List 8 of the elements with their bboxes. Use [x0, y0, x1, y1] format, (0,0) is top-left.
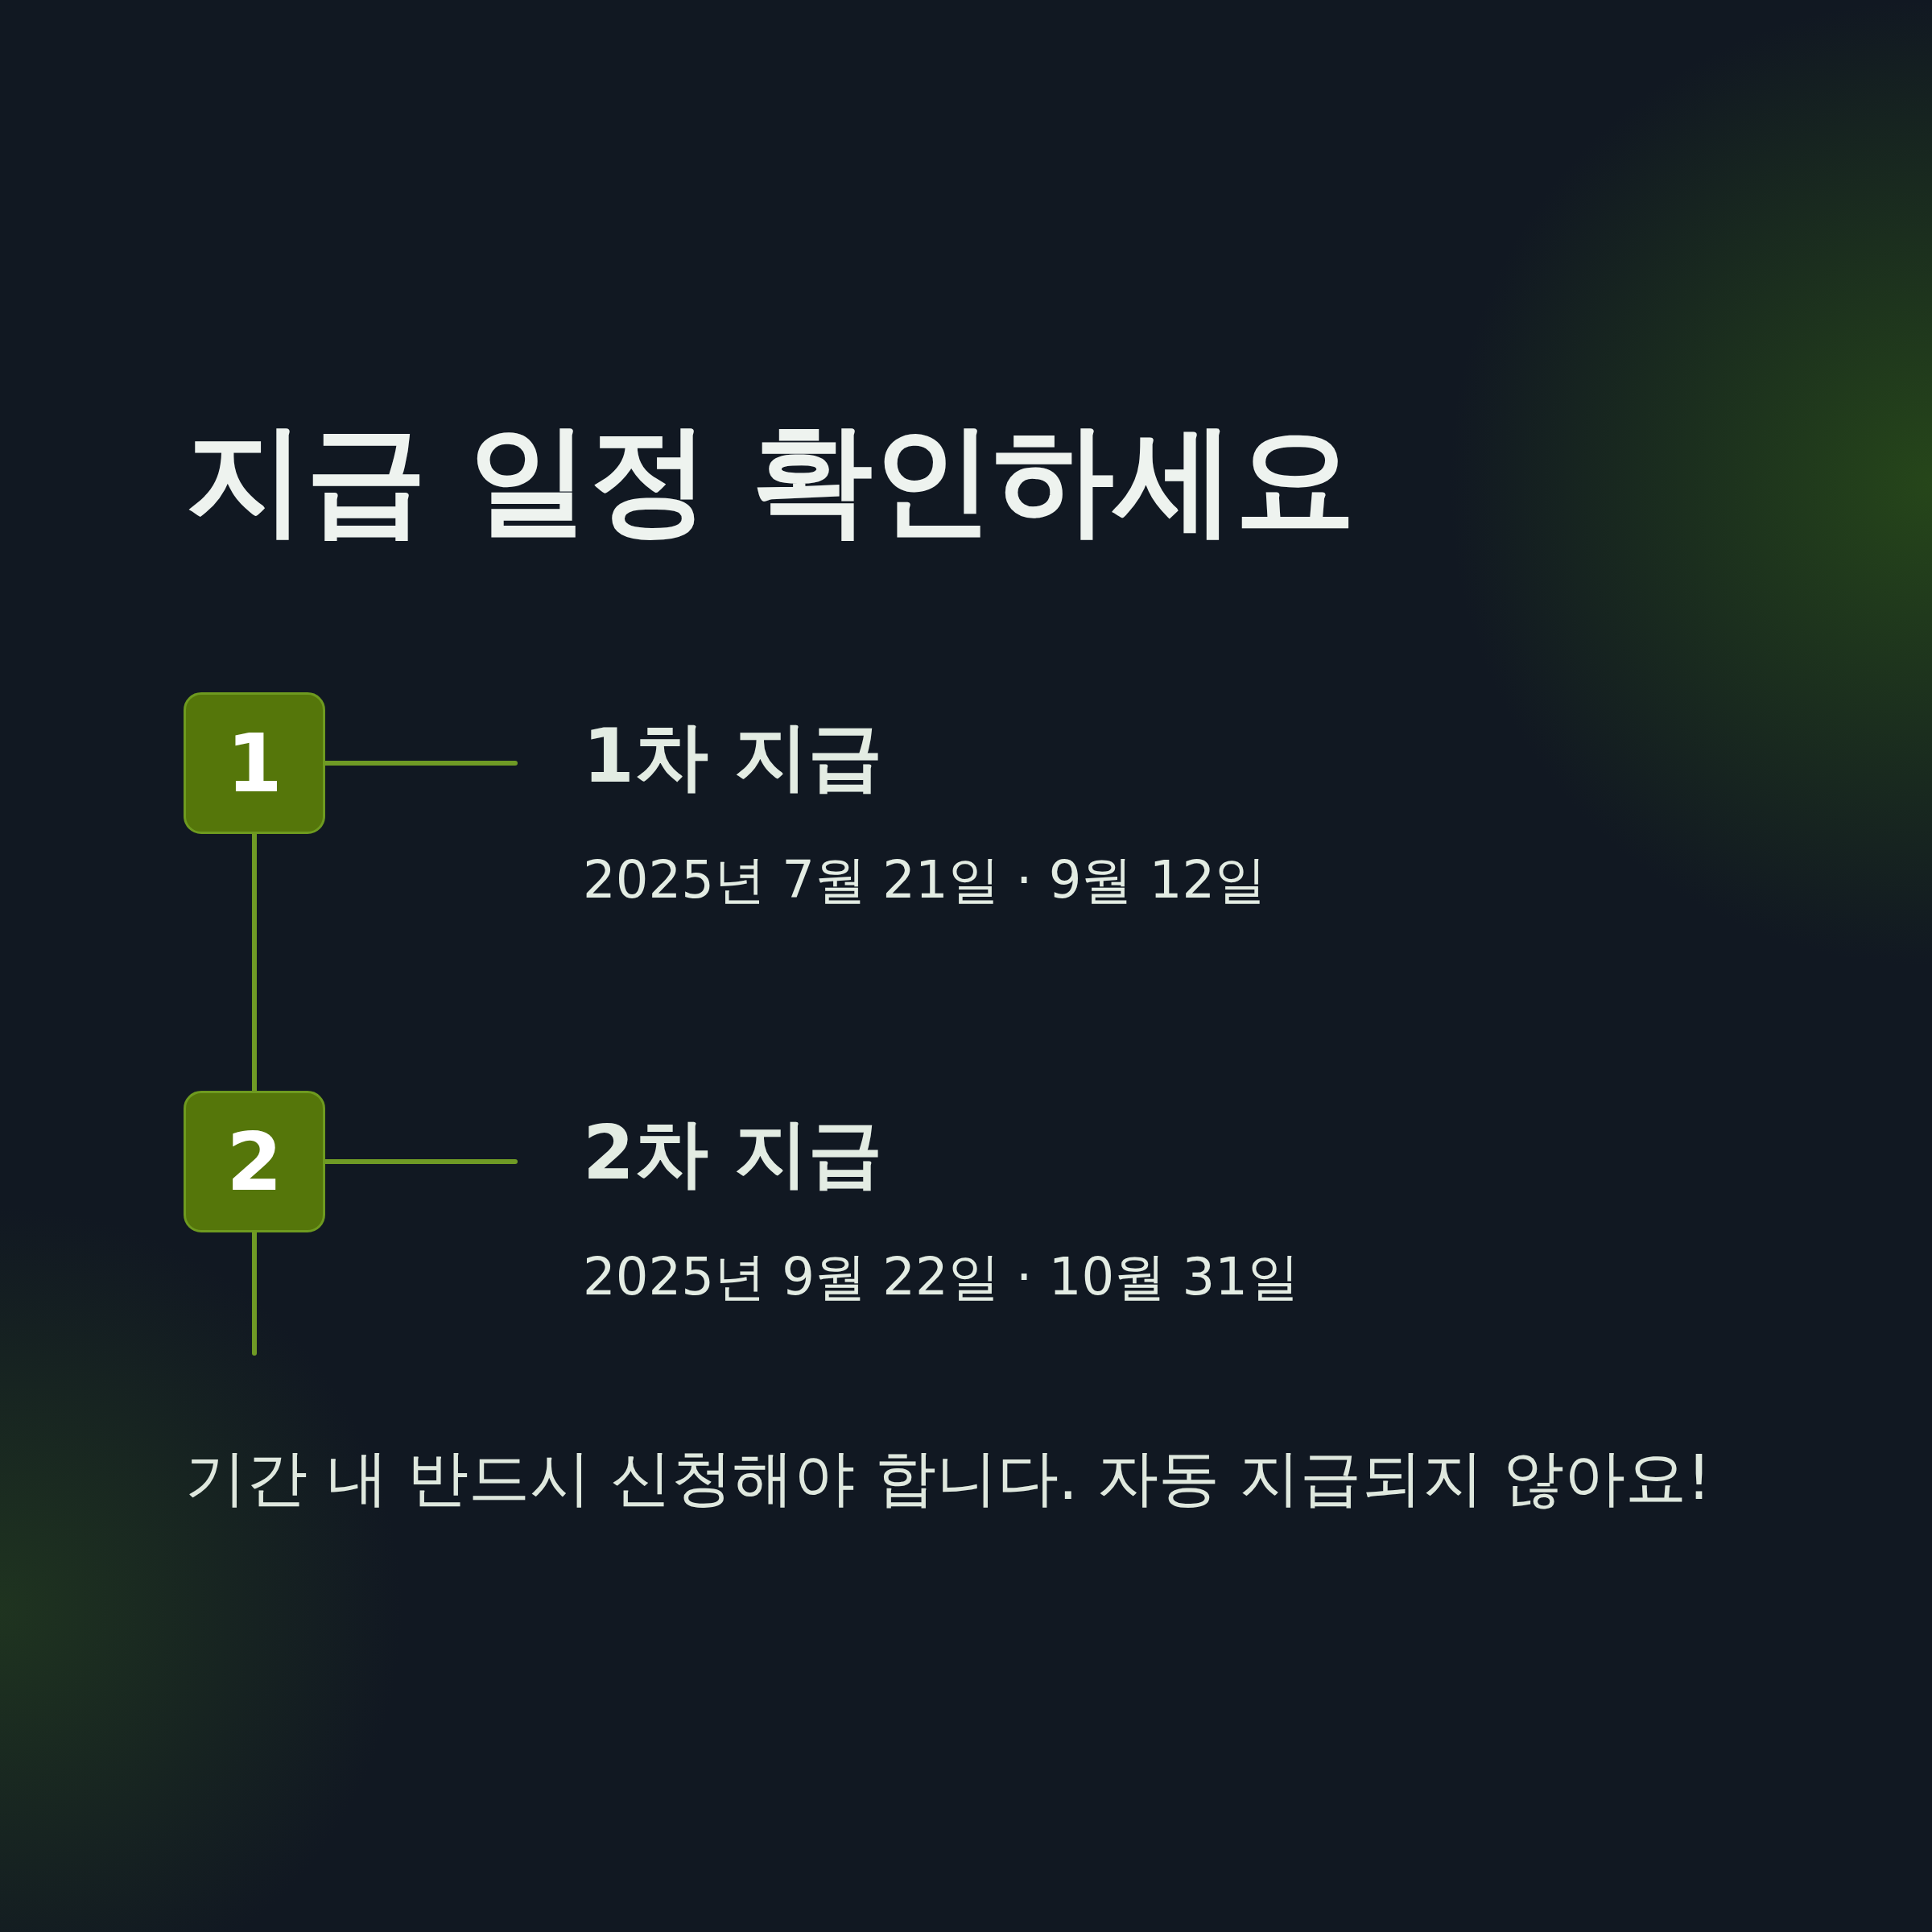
title: 지급 일정 확인하세요 — [185, 408, 1356, 551]
note-text: 기간 내 반드시 신청해야 합니다. 자동 지급되지 않아요! — [185, 1441, 1711, 1515]
date-text: 2025년 7월 21일 · 9월 12일 — [583, 849, 1267, 912]
step-number-box: 2 — [184, 1091, 325, 1232]
step-heading: 2차 지급 — [583, 1109, 883, 1198]
step-number-box: 1 — [184, 692, 325, 834]
step-heading: 1차 지급 — [583, 712, 883, 801]
date-text: 2025년 9월 22일 · 10월 31일 — [583, 1246, 1299, 1309]
